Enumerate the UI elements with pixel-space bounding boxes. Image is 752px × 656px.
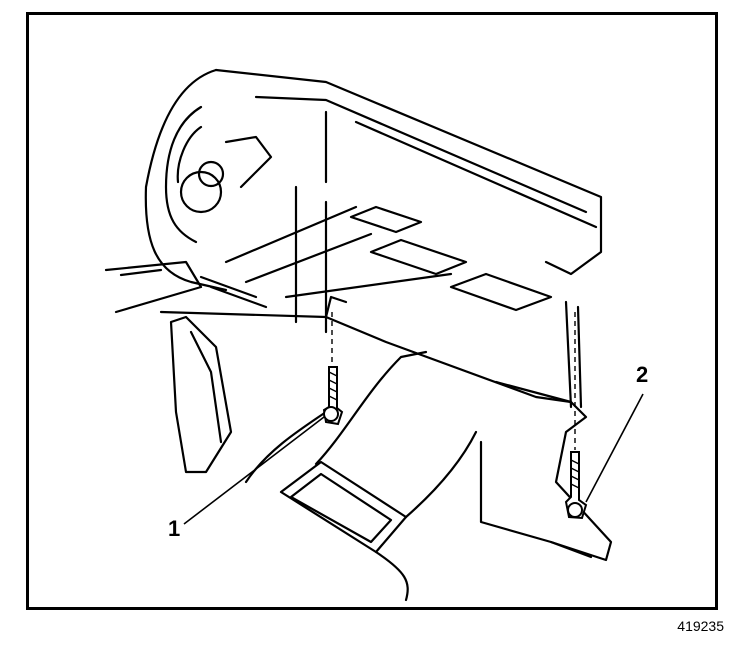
duct-assembly-illustration	[104, 68, 644, 602]
leader-1	[183, 416, 325, 525]
callout-2: 2	[636, 362, 649, 387]
blower-housing	[144, 68, 228, 292]
leader-2	[585, 393, 644, 503]
figure-frame	[26, 12, 718, 610]
deck-opening-3	[449, 272, 553, 312]
deck-opening-1	[349, 205, 423, 234]
deck-opening-2	[369, 238, 468, 276]
callout-1: 1	[168, 516, 181, 541]
right-bracket	[479, 380, 613, 562]
figure-number: 419235	[677, 618, 724, 634]
upper-housing	[214, 68, 603, 276]
duct-outlet	[279, 460, 408, 554]
left-lower-panel	[169, 315, 233, 474]
